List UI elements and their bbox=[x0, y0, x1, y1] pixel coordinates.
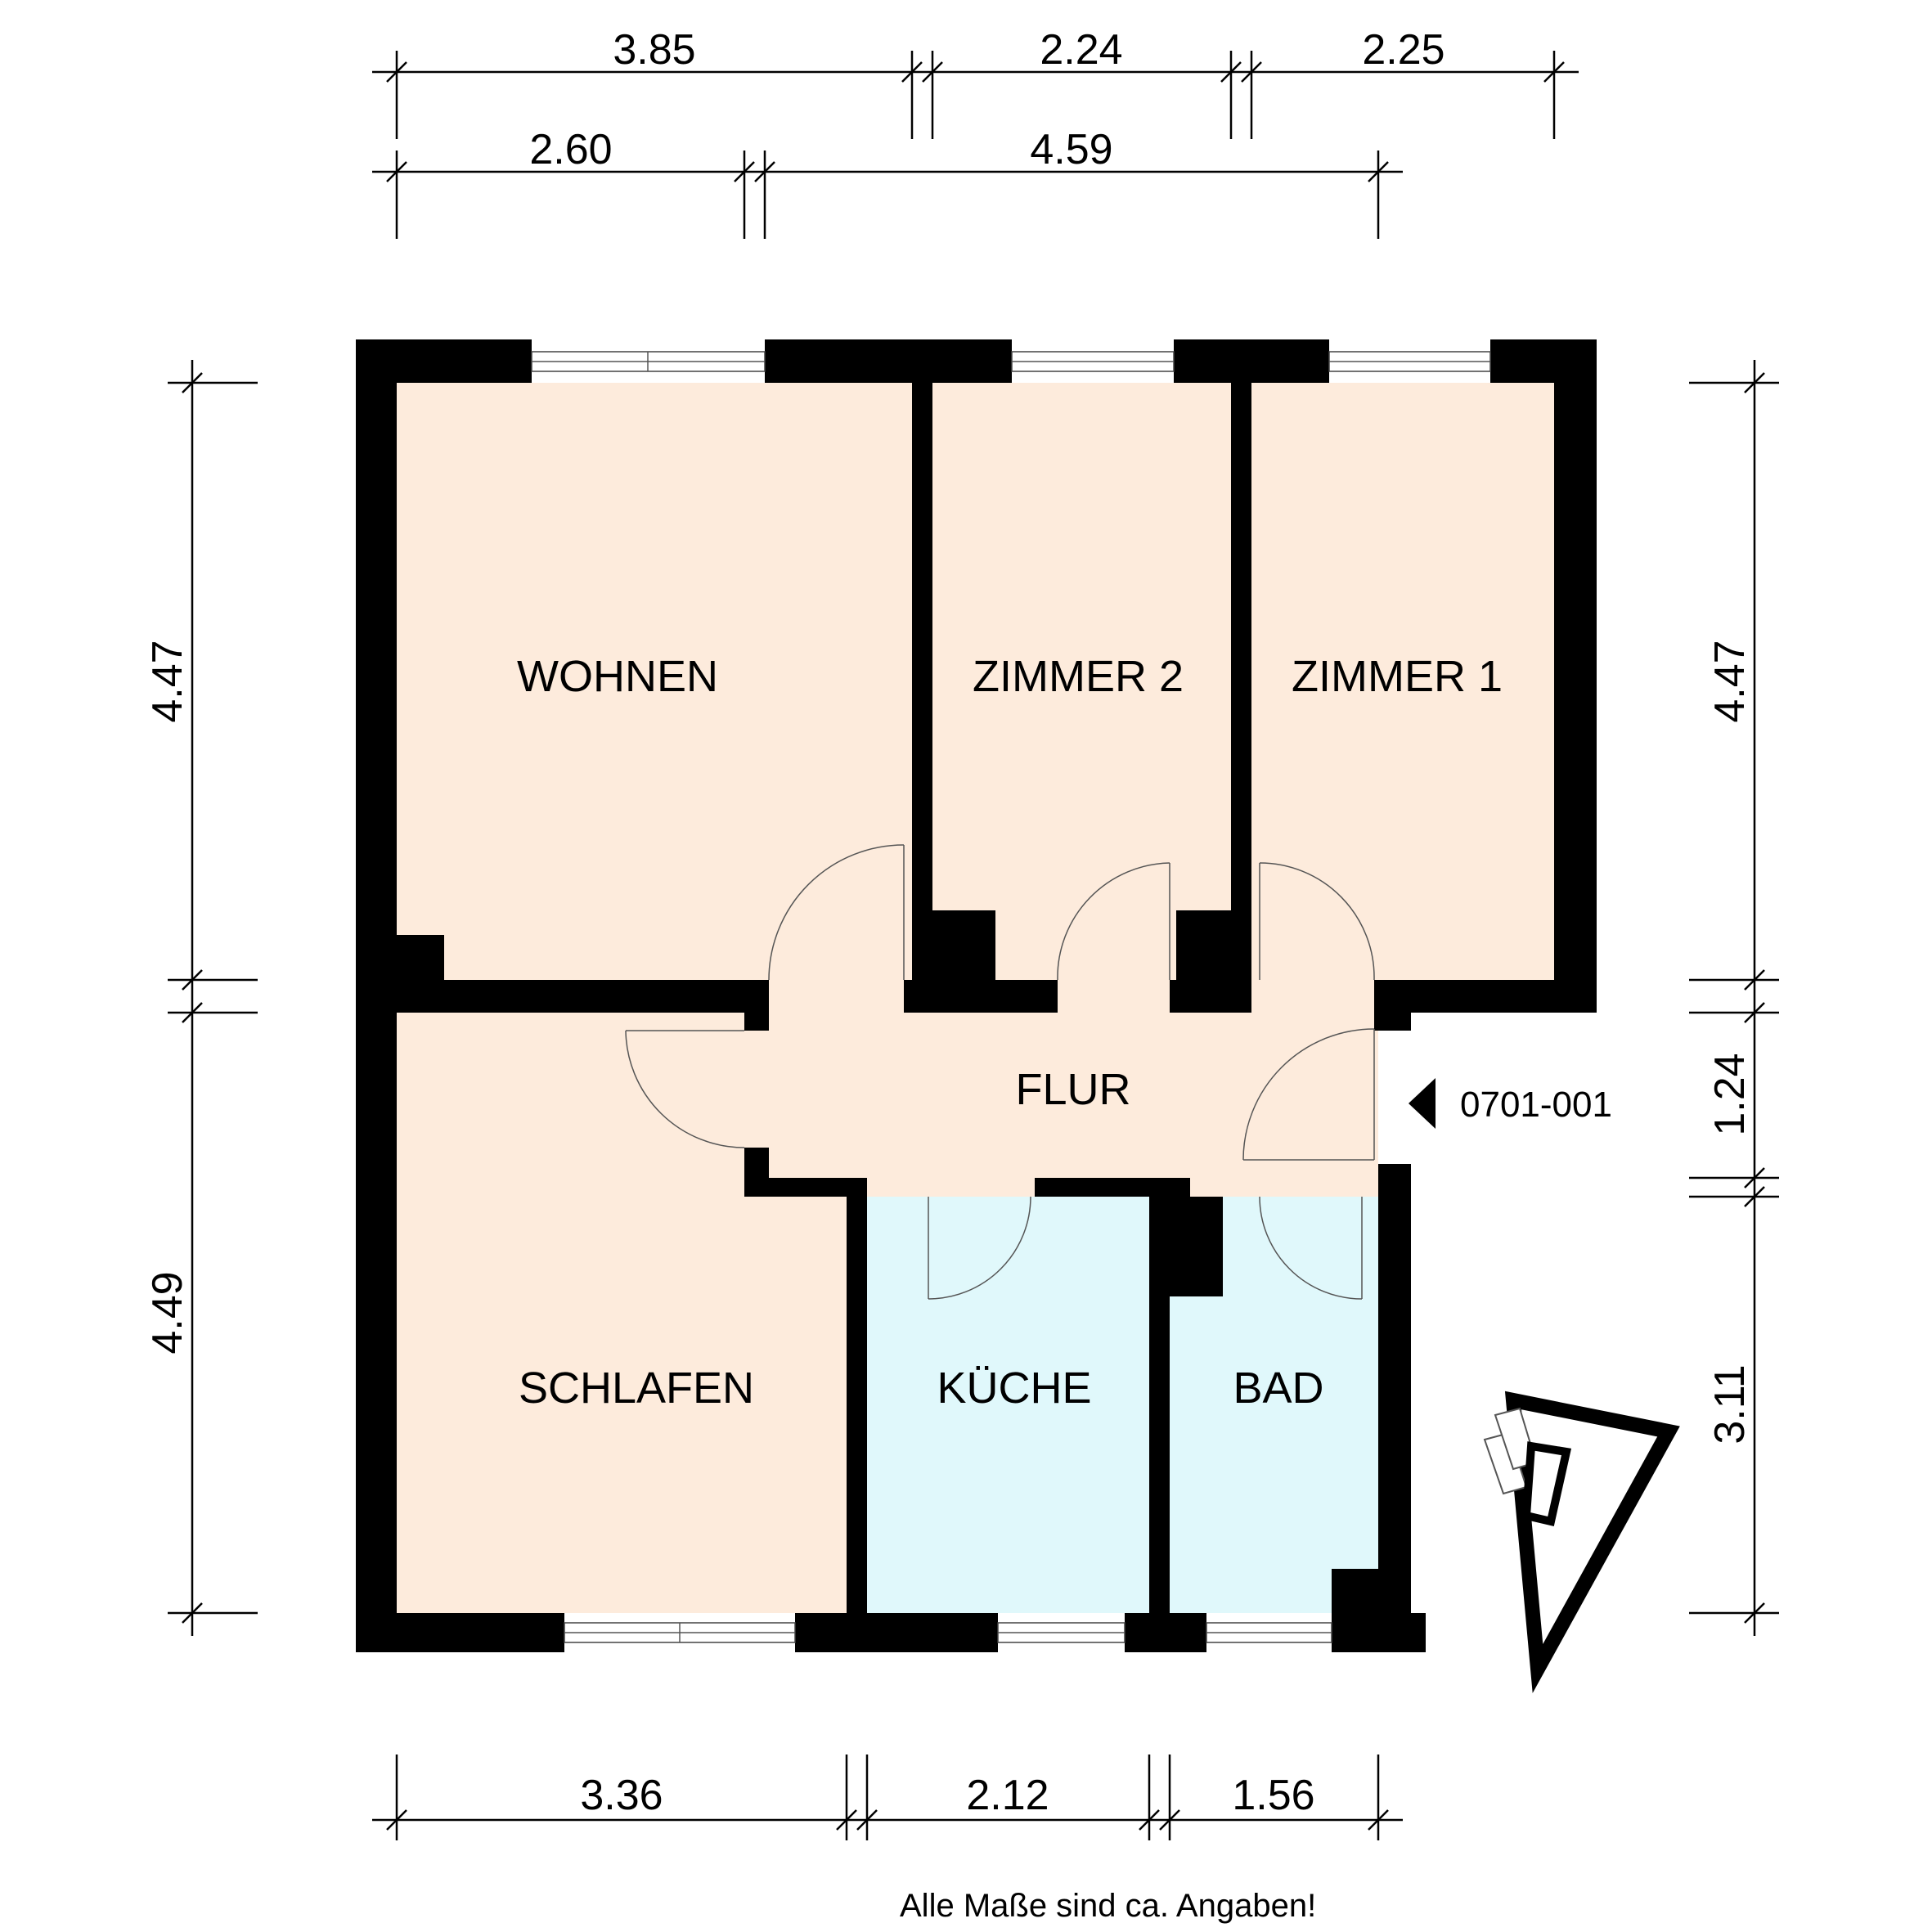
room-labels: WOHNEN ZIMMER 2 ZIMMER 1 FLUR SCHLAFEN K… bbox=[517, 652, 1503, 1413]
doors bbox=[625, 844, 1375, 1300]
dimension-lines bbox=[168, 51, 1779, 1840]
walls bbox=[356, 339, 1597, 1652]
room-fill-zimmer2 bbox=[932, 383, 1231, 980]
door-bad[interactable] bbox=[1259, 1196, 1363, 1300]
dim-bottom-bad: 1.56 bbox=[1232, 1772, 1314, 1819]
room-label-zimmer1: ZIMMER 1 bbox=[1292, 652, 1503, 701]
entrance-arrow-icon bbox=[1409, 1078, 1436, 1129]
door-entrance[interactable] bbox=[1242, 1028, 1375, 1161]
door-zimmer1[interactable] bbox=[1259, 862, 1375, 981]
dim-right-lower: 3.11 bbox=[1706, 1364, 1754, 1444]
room-label-zimmer2: ZIMMER 2 bbox=[973, 652, 1184, 701]
room-label-kueche: KÜCHE bbox=[937, 1364, 1091, 1413]
window-zimmer2 bbox=[1011, 351, 1175, 372]
north-arrow-icon bbox=[1483, 1391, 1680, 1694]
room-fill-kueche bbox=[867, 1197, 1149, 1613]
dim-top-zimmer2-width: 2.24 bbox=[1040, 26, 1122, 74]
room-fill-zimmer1 bbox=[1251, 383, 1554, 980]
window-kueche bbox=[997, 1622, 1126, 1643]
room-fill-wohnen bbox=[397, 383, 912, 980]
dim-bottom-kueche: 2.12 bbox=[966, 1772, 1049, 1819]
dim-right-upper: 4.47 bbox=[1706, 640, 1754, 722]
door-schlafen[interactable] bbox=[625, 1030, 745, 1148]
dim-right-middle: 1.24 bbox=[1706, 1053, 1754, 1135]
room-label-wohnen: WOHNEN bbox=[517, 652, 718, 701]
dim-left-upper: 4.47 bbox=[144, 640, 191, 722]
dim-top-flur-width: 4.59 bbox=[1030, 126, 1112, 173]
dim-left-lower: 4.49 bbox=[144, 1271, 191, 1354]
entrance-marker: 0701-001 bbox=[1409, 1078, 1612, 1129]
door-wohnen[interactable] bbox=[768, 844, 905, 981]
windows bbox=[531, 351, 1491, 1643]
dim-top-schlafen-width: 2.60 bbox=[529, 126, 612, 173]
room-label-schlafen: SCHLAFEN bbox=[519, 1364, 754, 1413]
room-fill-flur bbox=[744, 980, 1378, 1197]
dim-bottom-schlafen: 3.36 bbox=[580, 1772, 663, 1819]
room-fill-schlafen bbox=[397, 1013, 847, 1613]
room-label-flur: FLUR bbox=[1015, 1065, 1130, 1114]
door-kueche[interactable] bbox=[928, 1196, 1031, 1300]
door-zimmer2[interactable] bbox=[1057, 862, 1170, 981]
window-schlafen bbox=[564, 1622, 796, 1643]
window-wohnen bbox=[531, 351, 766, 372]
dim-top-wohnen-width: 3.85 bbox=[613, 26, 695, 74]
room-fills bbox=[397, 383, 1554, 1613]
dim-top-zimmer1-width: 2.25 bbox=[1362, 26, 1445, 74]
measurement-note: Alle Maße sind ca. Angaben! bbox=[900, 1888, 1316, 1924]
window-bad bbox=[1206, 1622, 1332, 1643]
window-zimmer1 bbox=[1328, 351, 1491, 372]
unit-id-label: 0701-001 bbox=[1460, 1085, 1612, 1125]
dimension-labels: 3.85 2.24 2.25 2.60 4.59 3.36 2.12 1.56 … bbox=[144, 26, 1754, 1819]
room-label-bad: BAD bbox=[1233, 1364, 1323, 1413]
